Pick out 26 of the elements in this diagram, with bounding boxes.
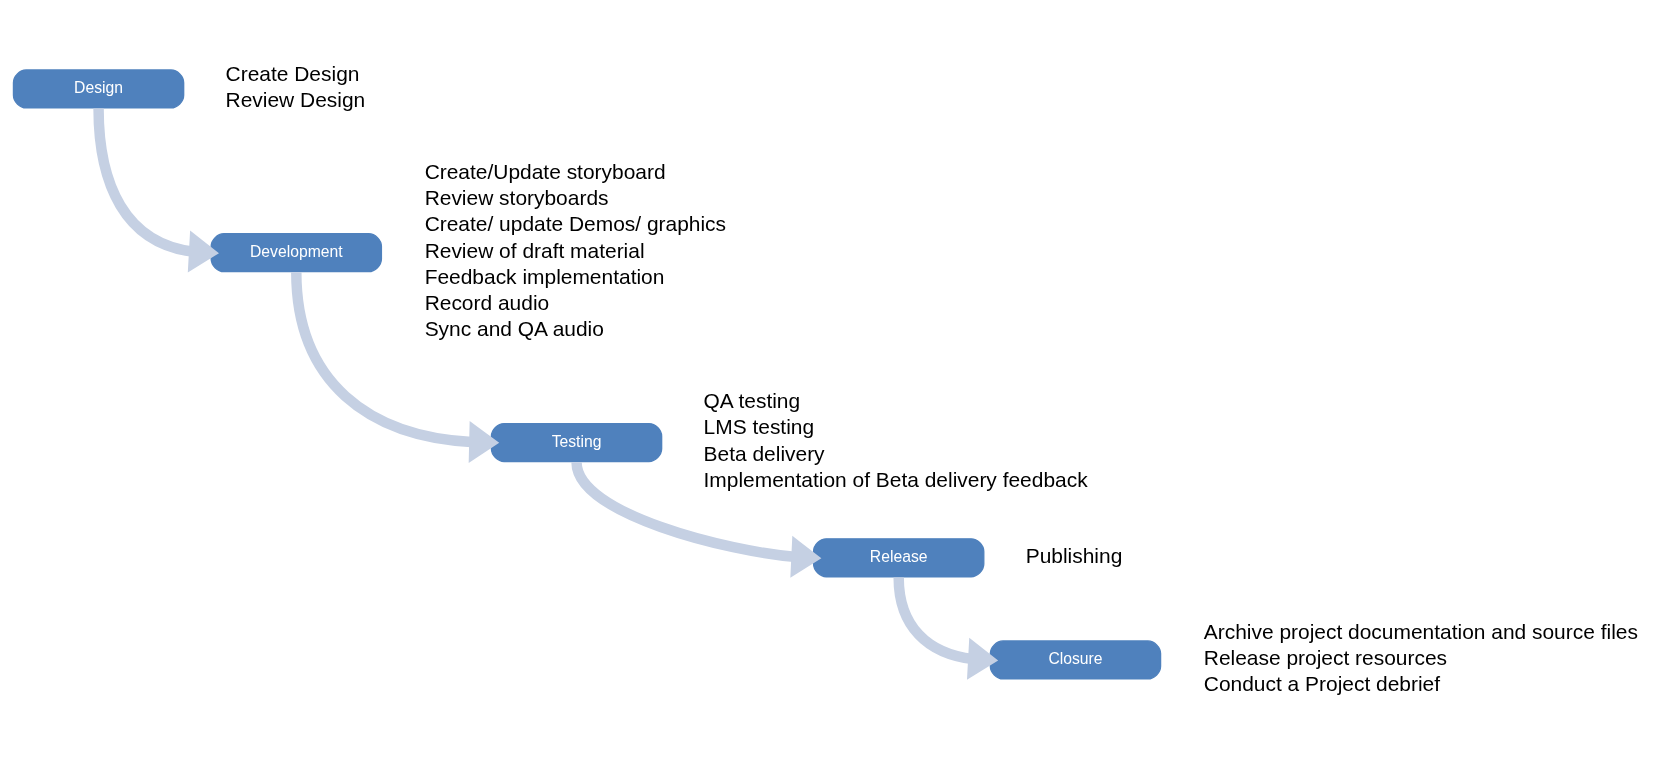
node-box: Development — [210, 232, 383, 272]
node-label: Archive project documentation and source files — [1203, 619, 1638, 643]
arrow — [893, 576, 999, 680]
node-label: Feedback implementation — [424, 264, 665, 288]
node-label: Release project resources — [1203, 645, 1448, 669]
node-label: Publishing — [1025, 543, 1123, 567]
node-label: Review of draft material — [424, 238, 645, 262]
node-box: Testing — [490, 422, 663, 462]
node-label: Record audio — [424, 290, 550, 314]
node-label: Beta delivery — [703, 441, 825, 465]
node-label: QA testing — [703, 388, 801, 412]
node-box: Release — [812, 537, 985, 577]
node-label: Review storyboards — [424, 185, 609, 209]
node-box: Design — [12, 68, 185, 109]
node-label: Create/ update Demos/ graphics — [424, 211, 727, 235]
node-label: Sync and QA audio — [424, 316, 604, 340]
node-label: Implementation of Beta delivery feedback — [703, 467, 1088, 491]
node-label: Review Design — [225, 87, 366, 111]
arrow — [291, 271, 500, 463]
node-label: LMS testing — [703, 414, 815, 438]
arrow — [571, 460, 822, 578]
node-label: Conduct a Project debrief — [1203, 671, 1441, 695]
arrow — [93, 107, 219, 273]
node-box: Closure — [989, 639, 1162, 680]
node-label: Create/Update storyboard — [424, 159, 666, 183]
node-label: Create Design — [225, 61, 360, 85]
